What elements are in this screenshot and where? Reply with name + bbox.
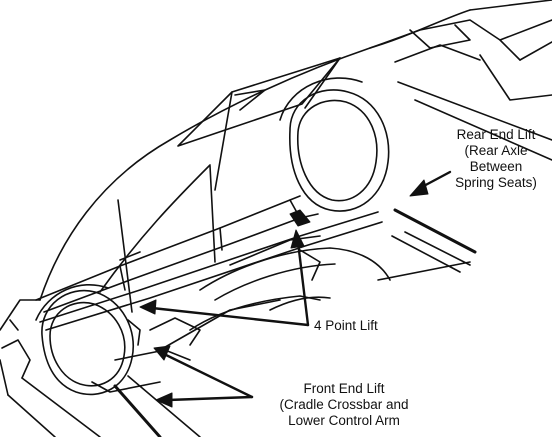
- rear-end-lift-line-1: Rear End Lift: [456, 127, 536, 142]
- rear-end-lift-line-2: (Rear Axle: [464, 143, 528, 158]
- rear-end-lift-line-3: Between: [469, 159, 523, 174]
- front-wheel: [35, 284, 141, 396]
- four-point-arrowhead-rear: [290, 229, 305, 249]
- rear-end-lift-label: Rear End Lift (Rear Axle Between Spring …: [440, 127, 552, 191]
- front-end-arrowhead-lower: [155, 392, 173, 408]
- front-end-lift-line-1: Front End Lift: [303, 381, 385, 396]
- side-windows: [177, 57, 341, 147]
- four-point-lift-leader: [139, 209, 311, 327]
- rear-end-lift-line-4: Spring Seats): [455, 175, 537, 190]
- front-end-lift-line-2: (Cradle Crossbar and: [279, 397, 409, 412]
- rear-end-lift-leader: [409, 170, 452, 197]
- rear-lift-rail: [377, 81, 552, 281]
- car-body: [0, 0, 552, 396]
- rear-end-lift-arrowhead: [409, 179, 429, 197]
- four-point-arrowhead-front: [139, 299, 157, 315]
- front-end-lift-label: Front End Lift (Cradle Crossbar and Lowe…: [254, 381, 434, 429]
- four-point-lift-label: 4 Point Lift: [314, 318, 378, 334]
- front-end-lift-line-3: Lower Control Arm: [288, 413, 400, 428]
- four-point-lift-text: 4 Point Lift: [314, 318, 378, 333]
- front-end-lift-leader: [153, 345, 254, 408]
- front-end-arrowhead-upper: [153, 345, 171, 361]
